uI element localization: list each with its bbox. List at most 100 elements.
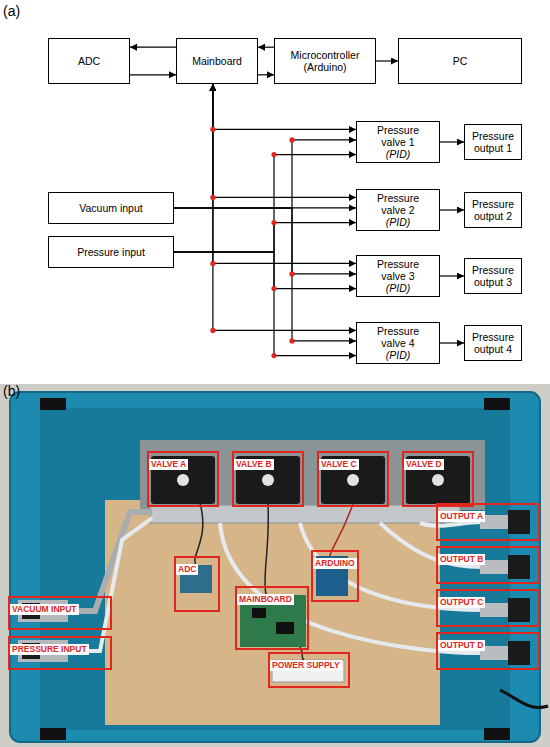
connector-arrow [213, 84, 356, 263]
connector-arrow [174, 208, 356, 341]
part-tag: VALVE C [317, 451, 389, 507]
box-text: Mainboard [192, 55, 242, 67]
valve-box: Pressure valve 2(PID) [356, 189, 440, 231]
part-tag: MAINBOARD [235, 586, 309, 650]
process-box: Pressure output 2 [464, 192, 522, 228]
box-text: Pressure output 3 [468, 264, 518, 288]
part-tag: OUTPUT B [436, 546, 540, 584]
wire [265, 504, 268, 595]
part-tag: OUTPUT C [436, 589, 540, 627]
box-text: Pressure valve 3 [373, 258, 423, 282]
part-tag: VALVE D [402, 451, 474, 507]
part-tag: ADC [174, 556, 220, 612]
output-knob [508, 510, 530, 534]
connector-arrow [213, 84, 356, 129]
output-knob [508, 598, 530, 622]
power-cord [500, 690, 548, 708]
junction-dot [210, 195, 215, 200]
process-box: Pressure output 4 [464, 325, 522, 361]
part-tag: POWER SUPPLY [268, 652, 350, 688]
box-text: Microcontroller (Arduino) [278, 49, 372, 73]
case-inner [40, 408, 510, 730]
junction-dot [271, 220, 276, 225]
case-latch [484, 398, 510, 410]
connector-arrow [174, 140, 356, 208]
connector-arrow [174, 223, 356, 252]
connector-arrow [174, 252, 356, 356]
process-box: ADC [48, 38, 130, 84]
box-text: PC [453, 55, 468, 67]
photo-floor [0, 384, 550, 747]
connector-arrow [440, 342, 464, 343]
part-label: VALVE B [234, 459, 274, 470]
box-text: (PID) [386, 148, 411, 160]
output-tube [420, 522, 482, 526]
junction-dot [289, 338, 294, 343]
valve-box: Pressure valve 3(PID) [356, 255, 440, 297]
part-label: OUTPUT D [438, 640, 485, 651]
mount-plate [140, 440, 485, 510]
output-knob [508, 641, 530, 665]
chip [276, 622, 294, 634]
junction-dot [271, 353, 276, 358]
junction-dot [210, 127, 215, 132]
part-label: PRESSURE INPUT [10, 644, 89, 655]
box-text: Pressure valve 1 [373, 124, 423, 148]
wire [330, 504, 353, 556]
part-tag: VALVE A [147, 451, 219, 507]
process-box: Pressure output 3 [464, 258, 522, 294]
part-label: VACUUM INPUT [10, 604, 79, 615]
process-box: Mainboard [176, 38, 258, 84]
junction-dot [289, 271, 294, 276]
panel-label: (b) [3, 383, 20, 399]
part-tag: VALVE B [232, 451, 304, 507]
manifold [150, 505, 460, 523]
connector-arrow [258, 47, 274, 48]
process-box: PC [398, 38, 522, 84]
part-tag: OUTPUT D [436, 632, 540, 670]
box-text: ADC [78, 55, 100, 67]
connector-arrow [174, 207, 356, 208]
case-latch [40, 728, 66, 740]
connector-arrow [440, 209, 464, 210]
box-text: Pressure output 1 [468, 130, 518, 154]
connector-arrow [440, 275, 464, 276]
box-text: Vacuum input [79, 202, 142, 214]
part-tag: PRESSURE INPUT [8, 636, 112, 670]
part-label: ARDUINO [313, 558, 357, 569]
panel-label: (a) [3, 3, 20, 19]
connector-arrow [440, 141, 464, 142]
part-label: OUTPUT C [438, 597, 485, 608]
valve-connector [262, 474, 274, 486]
valve-box: Pressure valve 1(PID) [356, 121, 440, 163]
process-box: Vacuum input [48, 192, 174, 224]
box-text: (PID) [386, 282, 411, 294]
connector-arrow [174, 155, 356, 252]
connector-arrow [258, 74, 274, 75]
part-label: OUTPUT A [438, 511, 485, 522]
output-knob [508, 555, 530, 579]
connector-arrow [376, 60, 398, 61]
part-label: VALVE C [319, 459, 359, 470]
connector-arrow [174, 208, 356, 274]
connector-arrow [213, 84, 356, 197]
junction-dot [271, 152, 276, 157]
valve-connector [177, 474, 189, 486]
box-text: Pressure input [77, 246, 145, 258]
case-outer [10, 392, 540, 742]
valve-box: Pressure valve 4(PID) [356, 322, 440, 364]
case-latch [40, 398, 66, 410]
part-label: POWER SUPPLY [270, 660, 342, 671]
connector-arrow [213, 84, 356, 330]
part-tag: ARDUINO [311, 550, 359, 602]
part-label: MAINBOARD [237, 594, 294, 605]
box-text: Pressure valve 4 [373, 325, 423, 349]
box-text: (PID) [386, 349, 411, 361]
box-text: Pressure valve 2 [373, 192, 423, 216]
process-box: Microcontroller (Arduino) [274, 38, 376, 84]
junction-dot [289, 137, 294, 142]
junction-dot [210, 328, 215, 333]
valve-connector [347, 474, 359, 486]
case-latch [484, 728, 510, 740]
chip [252, 608, 266, 618]
